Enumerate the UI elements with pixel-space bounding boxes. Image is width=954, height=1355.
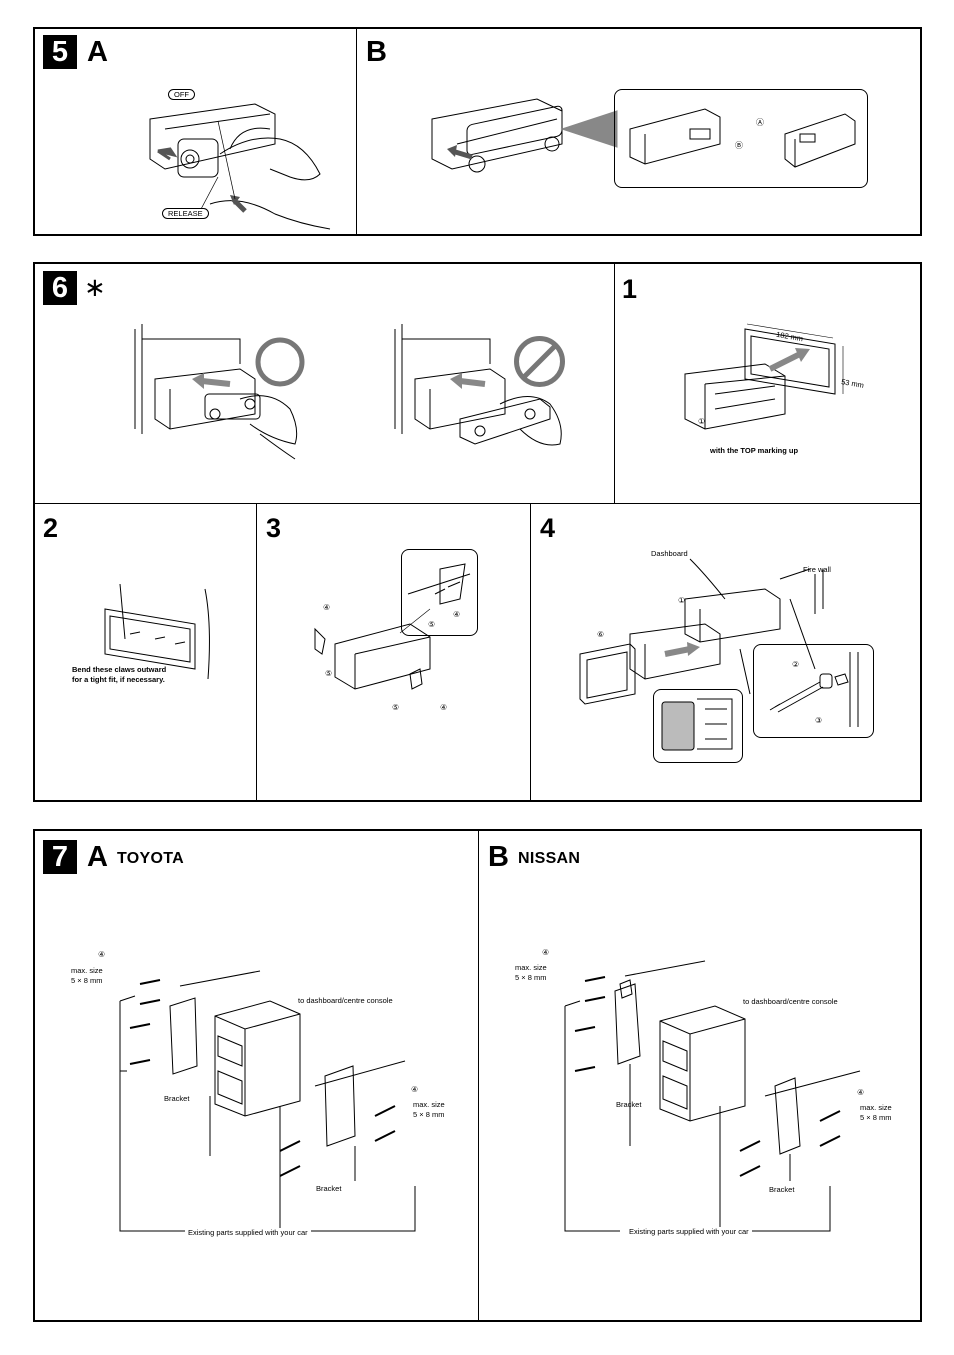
step-5-section: 5 A B OFF RELEASE	[33, 27, 922, 236]
callout-4: ④	[323, 603, 331, 612]
step-6-badge: 6	[43, 271, 77, 305]
callout-6: ⑥	[597, 630, 605, 639]
dashboard-label: Dashboard	[651, 549, 688, 558]
callout-4: ④	[857, 1088, 865, 1097]
detail-inset	[753, 644, 874, 738]
divider	[530, 503, 531, 800]
callout-1: ①	[678, 596, 686, 605]
to-dashboard-label: to dashboard/centre console	[298, 996, 393, 1005]
panel-a-letter: A	[87, 36, 108, 68]
incorrect-insertion-illustration	[390, 319, 575, 459]
off-button-label: OFF	[168, 89, 195, 100]
to-dashboard-label: to dashboard/centre console	[743, 997, 838, 1006]
panel-a-letter: A	[87, 841, 108, 873]
step-7-section: 7 A TOYOTA B NISSAN ④ max. size	[33, 829, 922, 1322]
callout-2: ②	[792, 660, 800, 669]
make-toyota: TOYOTA	[117, 850, 184, 867]
release-button-label: RELEASE	[162, 208, 209, 219]
faceplate-release-illustration	[130, 99, 360, 229]
divider	[35, 503, 920, 504]
callout-1: ①	[698, 417, 706, 426]
prohibited-icon	[512, 334, 567, 389]
toyota-bracket-illustration	[115, 956, 435, 1241]
max-size-line1: max. size	[515, 963, 547, 972]
step-1-caption: with the TOP marking up	[710, 446, 799, 455]
callout-b: Ⓑ	[735, 141, 743, 150]
callout-4: ④	[453, 610, 461, 619]
step-2-caption-line2: for a tight fit, if necessary.	[72, 675, 165, 684]
step-1-number: 1	[622, 274, 638, 304]
bracket-label: Bracket	[164, 1094, 190, 1103]
max-size-line1: max. size	[413, 1100, 445, 1109]
divider	[256, 503, 257, 800]
max-size-line1: max. size	[71, 966, 103, 975]
bracket-label: Bracket	[316, 1184, 342, 1193]
step-2-number: 2	[43, 513, 59, 543]
step-4-number: 4	[540, 513, 556, 543]
collar-fit-detail-illustration	[657, 694, 737, 756]
step-3-number: 3	[266, 513, 282, 543]
correct-insertion-illustration	[130, 319, 315, 459]
mounting-collar-illustration	[675, 324, 875, 434]
callout-4: ④	[542, 948, 550, 957]
bolt-detail-illustration	[760, 652, 868, 732]
bracket-label: Bracket	[616, 1100, 642, 1109]
max-size-line2: 5 × 8 mm	[71, 976, 103, 985]
callout-3: ③	[815, 716, 823, 725]
callout-5: ⑤	[428, 620, 436, 629]
callout-4: ④	[411, 1085, 419, 1094]
screw-attach-illustration	[300, 549, 480, 719]
bracket-label: Bracket	[769, 1185, 795, 1194]
callout-a: Ⓐ	[756, 118, 764, 127]
max-size-line2: 5 × 8 mm	[860, 1113, 892, 1122]
inset-parts-illustration	[625, 99, 860, 179]
correct-icon	[255, 337, 305, 387]
asterisk-note: ∗	[84, 273, 106, 303]
nissan-bracket-illustration	[560, 946, 880, 1241]
callout-5: ⑤	[392, 703, 400, 712]
step-6-section: 6 ∗ 1	[33, 262, 922, 802]
installation-illustration	[575, 554, 875, 764]
callout-4: ④	[98, 950, 106, 959]
detail-inset	[401, 549, 478, 636]
panel-b-letter: B	[488, 841, 509, 873]
detail-inset	[653, 689, 743, 763]
max-size-line1: max. size	[860, 1103, 892, 1112]
divider	[356, 29, 357, 234]
callout-5: ⑤	[325, 669, 333, 678]
divider	[614, 264, 615, 503]
divider	[478, 831, 479, 1320]
make-nissan: NISSAN	[518, 850, 581, 867]
detail-inset	[614, 89, 868, 188]
existing-parts-label: Existing parts supplied with your car	[185, 1228, 311, 1238]
bend-claws-illustration	[100, 584, 220, 684]
faceplate-detach-illustration	[427, 89, 867, 189]
step-7-badge: 7	[43, 840, 77, 874]
firewall-label: Fire wall	[803, 565, 831, 574]
callout-4: ④	[440, 703, 448, 712]
panel-b-letter: B	[366, 36, 387, 68]
max-size-line2: 5 × 8 mm	[413, 1110, 445, 1119]
existing-parts-label: Existing parts supplied with your car	[626, 1227, 752, 1237]
max-size-line2: 5 × 8 mm	[515, 973, 547, 982]
step-2-caption-line1: Bend these claws outward	[72, 665, 167, 674]
step-5-badge: 5	[43, 35, 77, 69]
